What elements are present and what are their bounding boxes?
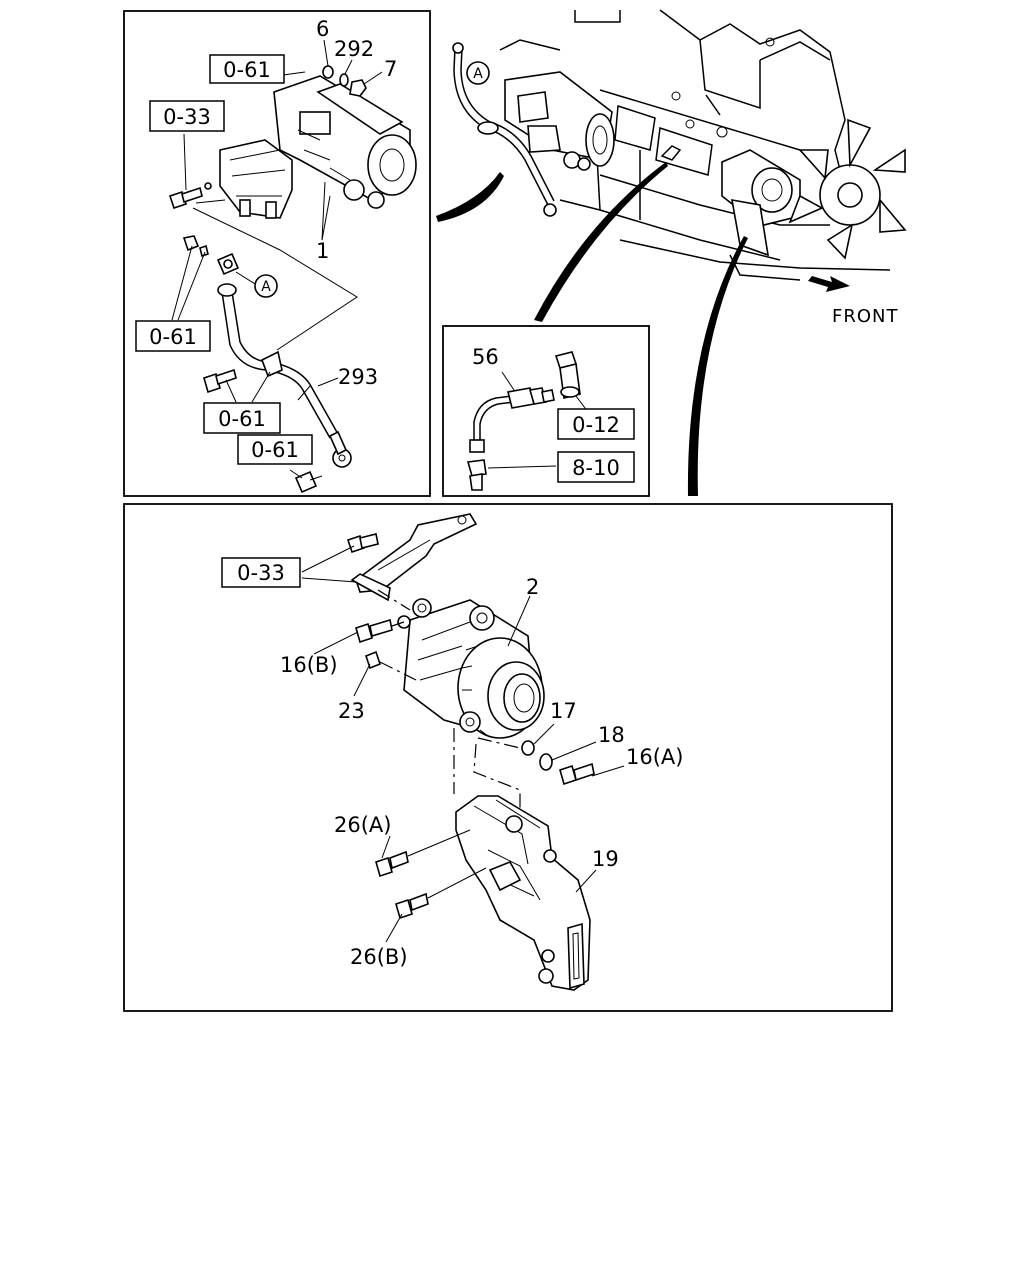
- cable-nut-upper: [182, 235, 200, 252]
- label-part-293: 293: [338, 365, 378, 389]
- engine-alternator: [721, 149, 801, 257]
- part-292-washer: [339, 73, 349, 87]
- cable-ground-bolt: [294, 470, 318, 494]
- ref-0-61-left: 0-61: [149, 325, 197, 349]
- ref-box-0-33-lower: [221, 557, 301, 588]
- engine-cable-terminal-top: [452, 42, 464, 54]
- ref-box-0-61-left: [135, 320, 211, 352]
- label-part-16a: 16(A): [626, 745, 683, 769]
- label-part-19: 19: [592, 847, 619, 871]
- starter-assembly: [168, 65, 417, 351]
- alternator-adjusting-bracket: [350, 513, 478, 602]
- part-56-sensor-assembly: [469, 387, 555, 453]
- front-label: FRONT: [832, 306, 899, 327]
- label-part-18: 18: [598, 723, 625, 747]
- label-part-2: 2: [526, 575, 539, 599]
- callout-a-engine: A: [473, 66, 483, 82]
- sensor-panel: [442, 325, 650, 497]
- callout-a-left-circle: [254, 274, 278, 298]
- part-293-battery-cable: [216, 252, 352, 468]
- part-6-washer: [322, 65, 334, 79]
- label-part-16b: 16(B): [280, 653, 338, 677]
- part-19-mounting-bracket: [455, 795, 591, 991]
- ref-box-8-10: [557, 451, 635, 483]
- part-26b-bolt: [395, 892, 429, 920]
- cooling-fan: [788, 118, 907, 260]
- label-part-1: 1: [316, 239, 329, 263]
- ref-box-0-33-top: [149, 100, 225, 132]
- part-7-nut: [349, 79, 367, 97]
- engine-starter-motor: [504, 71, 615, 171]
- ref-box-0-61-mid: [203, 402, 281, 434]
- ref-0-33-top: 0-33: [163, 105, 211, 129]
- label-part-23: 23: [338, 699, 365, 723]
- ref-box-0-12: [557, 408, 635, 440]
- ref-8-10: 8-10: [572, 456, 620, 480]
- leader-starter: [436, 172, 504, 222]
- ref-box-0-61-bottom: [237, 434, 313, 465]
- cable-washer-upper: [199, 244, 209, 258]
- leader-alternator: [687, 236, 748, 496]
- part-16a-bolt: [559, 762, 595, 786]
- ref-0-33-lower: 0-33: [237, 561, 285, 585]
- cable-clamp-bolt: [203, 368, 237, 394]
- bracket-bolt-upper: [346, 533, 379, 554]
- sensor-adapter: [554, 351, 581, 399]
- part-26a-bolt: [375, 850, 409, 878]
- ref-box-0-61-top: [209, 54, 285, 84]
- callout-a-left: A: [261, 279, 271, 295]
- starter-mount-bolt: [168, 182, 212, 210]
- label-part-7: 7: [384, 57, 397, 81]
- front-arrow-icon: [808, 276, 850, 292]
- leader-sensor: [534, 162, 668, 322]
- starter-panel: [123, 10, 431, 497]
- alternator-panel: [123, 503, 893, 1012]
- part-2-alternator: [397, 598, 545, 739]
- label-part-292: 292: [334, 37, 374, 61]
- label-part-26b: 26(B): [350, 945, 408, 969]
- ref-0-61-mid: 0-61: [218, 407, 266, 431]
- part-18-ring: [539, 753, 553, 771]
- sensor-connector: [466, 459, 487, 491]
- ref-0-61-bottom: 0-61: [251, 438, 299, 462]
- label-part-56: 56: [472, 345, 499, 369]
- engine-cable-terminal-bottom: [543, 203, 557, 217]
- label-part-17: 17: [550, 699, 577, 723]
- engine-overview: A FRONT: [452, 9, 907, 327]
- label-part-26a: 26(A): [334, 813, 391, 837]
- part-23-nut: [365, 650, 381, 670]
- ref-0-12: 0-12: [572, 413, 620, 437]
- part-16b-bolt: [355, 618, 393, 644]
- ref-0-61-top: 0-61: [223, 58, 271, 82]
- part-17-washer: [521, 740, 535, 756]
- callout-a-engine-circle: [466, 61, 490, 85]
- label-part-6: 6: [316, 17, 329, 41]
